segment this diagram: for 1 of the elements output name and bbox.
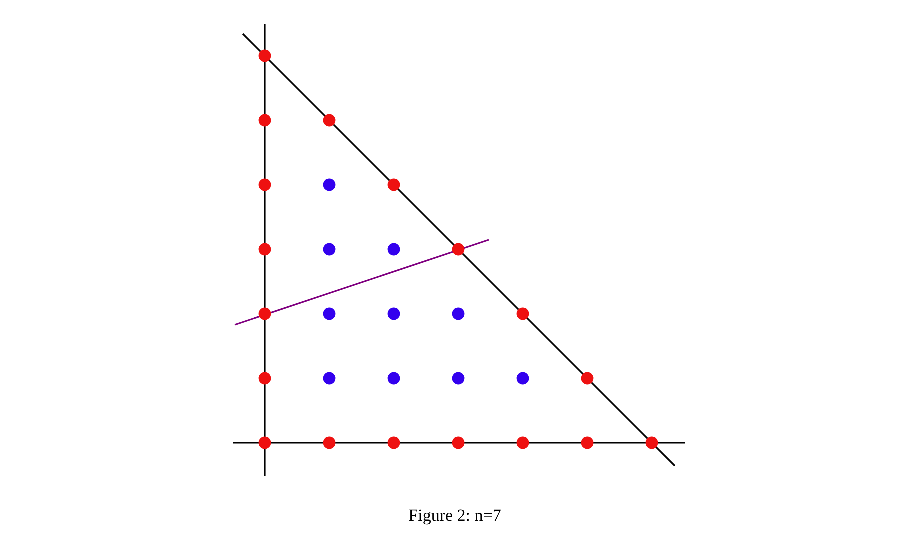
figure-caption: Figure 2: n=7 — [408, 506, 502, 526]
